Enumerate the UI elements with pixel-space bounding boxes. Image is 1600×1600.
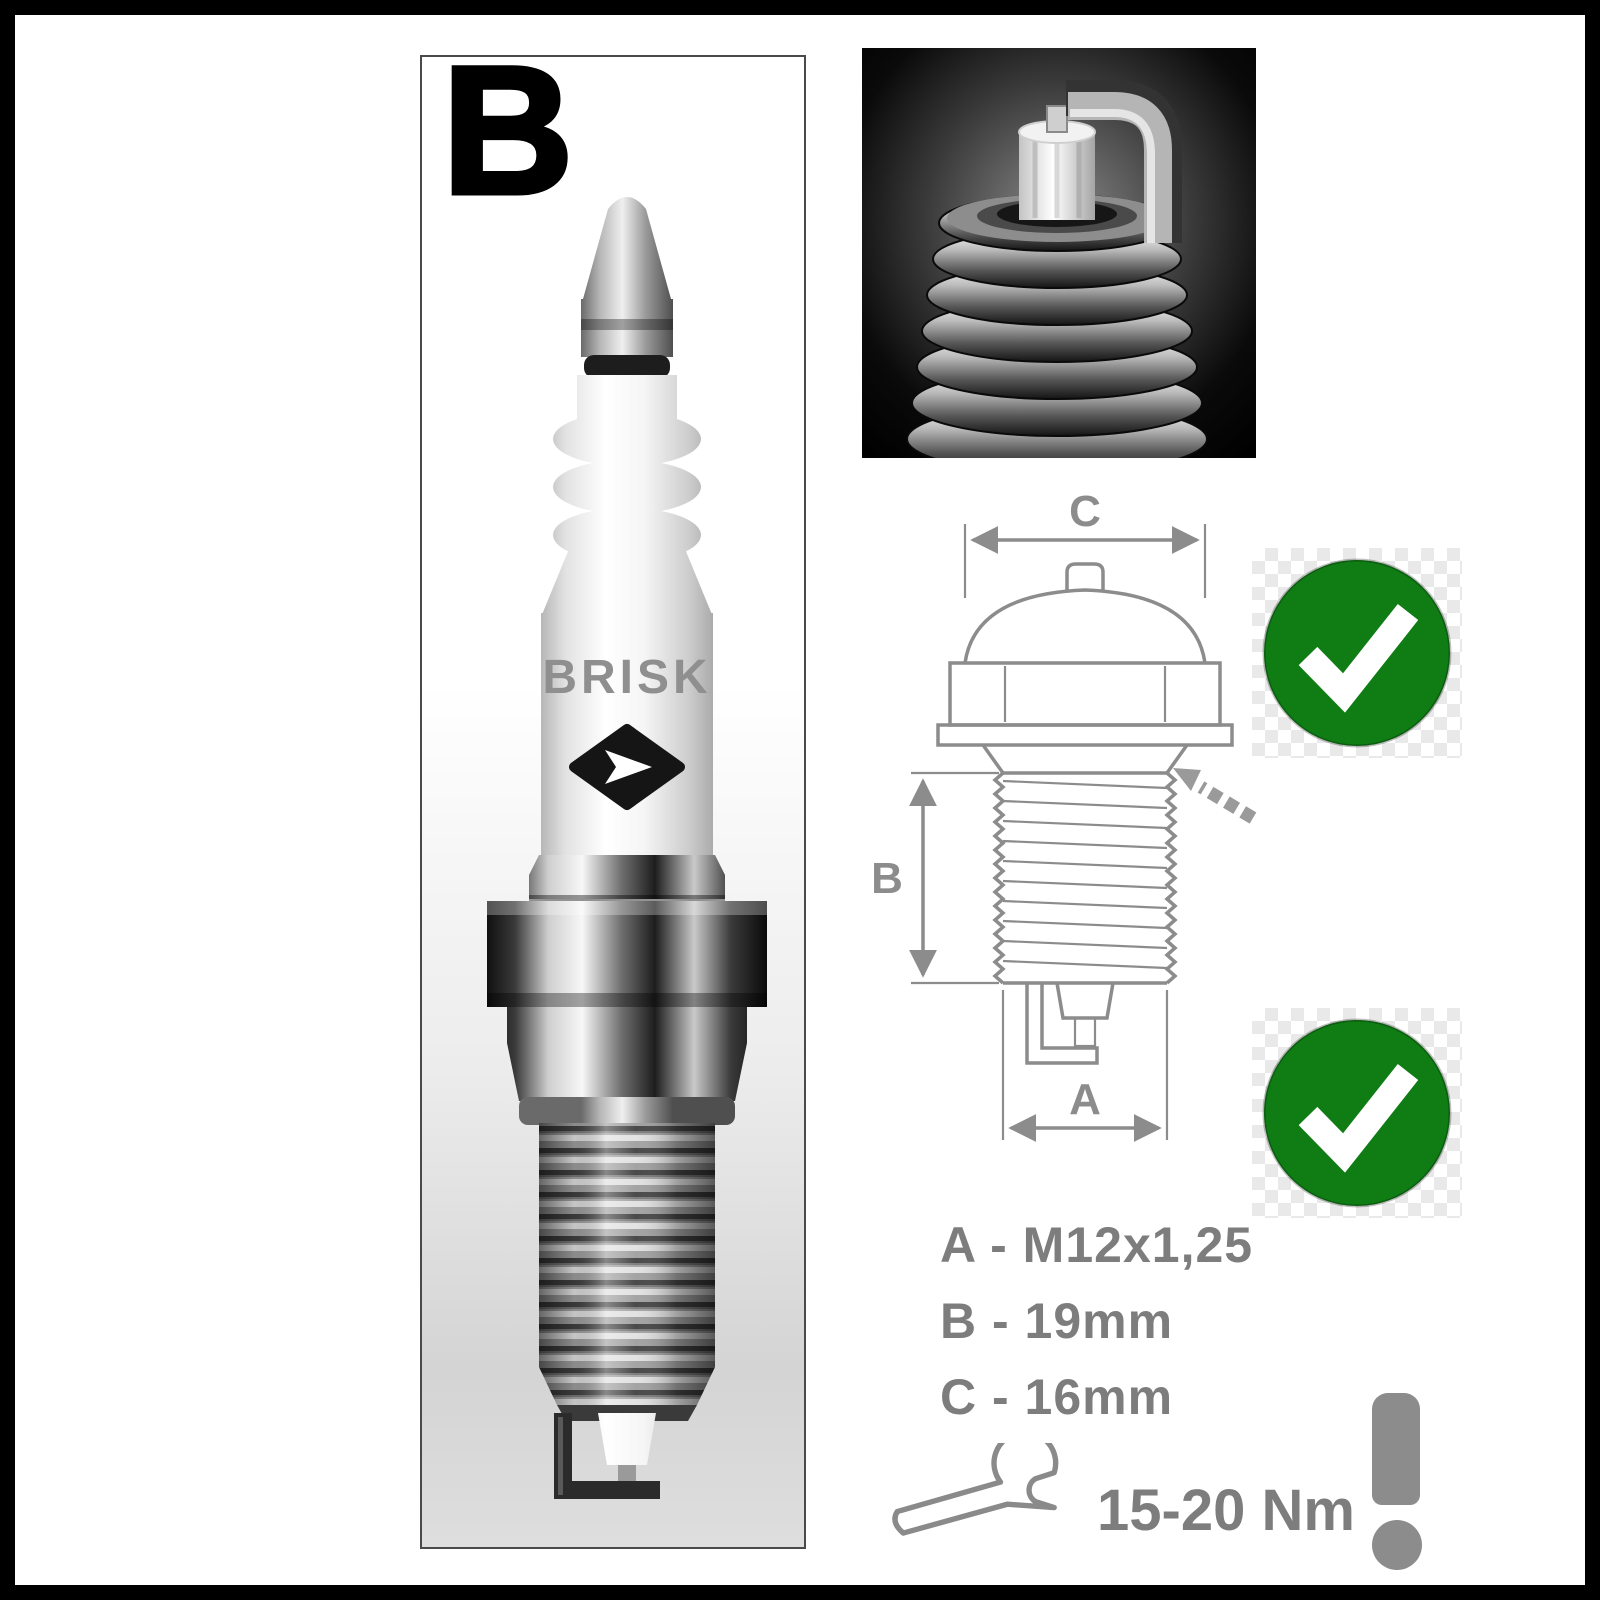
exclamation-icon <box>1372 1393 1422 1570</box>
dim-line-c: C <box>963 487 1207 598</box>
plug-o-ring <box>584 355 670 378</box>
plug-hex <box>487 901 767 1007</box>
plug-tip <box>554 1405 697 1499</box>
brisk-logo-icon <box>569 724 685 810</box>
plug-ground-electrode <box>554 1413 660 1499</box>
diagram-plug-outline <box>936 562 1234 1065</box>
diagram-ground-electrode <box>1025 983 1099 1065</box>
spec-line-c: C - 16mm <box>940 1369 1174 1425</box>
compatibility-check-2 <box>1252 1008 1462 1218</box>
thread-closeup-photo <box>862 48 1256 458</box>
compatibility-check-1 <box>1252 548 1462 758</box>
spark-plug-photo: BRISK <box>487 197 767 1499</box>
plug-terminal <box>581 197 673 378</box>
wrench-icon <box>892 1443 1059 1536</box>
checkmark-icon <box>1262 558 1452 748</box>
variant-letter: B <box>439 55 575 232</box>
pointer-arrow-icon <box>1173 768 1257 824</box>
plug-insulator: BRISK <box>541 375 713 857</box>
dim-label-b: B <box>871 854 903 903</box>
thread-closeup-art <box>862 48 1256 458</box>
dim-label-a: A <box>1069 1075 1101 1124</box>
exclamation-bar <box>1372 1393 1420 1505</box>
torque-value: 15-20 Nm <box>1097 1478 1355 1543</box>
closeup-ceramic <box>1018 105 1096 220</box>
dimension-diagram: C <box>871 487 1257 1142</box>
plug-gasket <box>519 1097 735 1125</box>
spec-list: A - M12x1,25 B - 19mm C - 16mm <box>940 1207 1253 1435</box>
dim-line-a: A <box>1001 990 1169 1142</box>
checkmark-icon <box>1262 1018 1452 1208</box>
closeup-center-electrode <box>1046 105 1068 133</box>
brand-text: BRISK <box>542 651 711 704</box>
closeup-ground-electrode <box>1066 80 1182 243</box>
dim-label-c: C <box>1069 487 1101 536</box>
plug-threads <box>539 1123 715 1405</box>
spec-line-b: B - 19mm <box>940 1293 1174 1349</box>
product-photo-panel: B <box>420 55 806 1549</box>
exclamation-dot <box>1372 1520 1422 1570</box>
spec-line-a: A - M12x1,25 <box>940 1217 1254 1273</box>
dim-line-b: B <box>871 771 999 985</box>
plug-shell <box>487 855 767 1125</box>
